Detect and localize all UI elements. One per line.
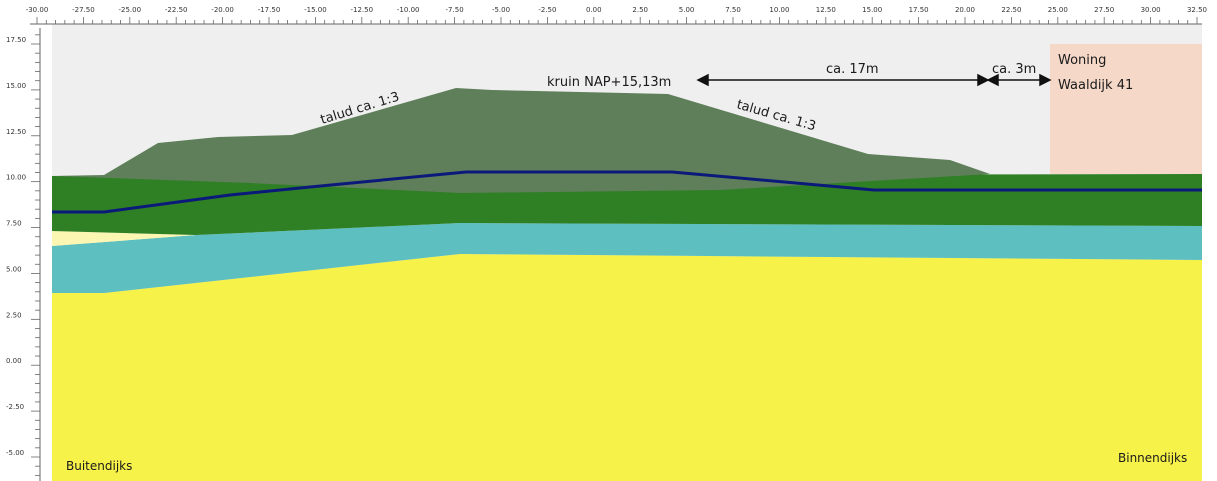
x-tick-label: 15.00	[862, 6, 882, 14]
pale-sand-lens	[52, 231, 196, 246]
y-tick-label: 2.50	[6, 311, 22, 319]
x-tick-label: -5.00	[492, 6, 510, 14]
x-tick-label: -10.00	[397, 6, 420, 14]
inner-side-label: Binnendijks	[1118, 451, 1187, 465]
x-tick-label: 0.00	[586, 6, 602, 14]
x-tick-label: -15.00	[304, 6, 327, 14]
x-tick-label: -27.50	[72, 6, 95, 14]
y-tick-label: 12.50	[6, 128, 26, 136]
x-tick-label: 17.50	[909, 6, 929, 14]
x-tick-label: -22.50	[165, 6, 188, 14]
y-tick-label: 7.50	[6, 220, 22, 228]
y-tick-label: 15.00	[6, 82, 26, 90]
sand-layer	[52, 254, 1202, 481]
dimension-17m-arrow	[696, 73, 990, 87]
dimension-3m-arrow	[986, 73, 1052, 87]
x-tick-label: -20.00	[211, 6, 234, 14]
outer-side-label: Buitendijks	[66, 459, 132, 473]
x-tick-label: 20.00	[955, 6, 975, 14]
x-tick-label: 10.00	[769, 6, 789, 14]
x-tick-label: 5.00	[679, 6, 695, 14]
x-tick-label: 22.50	[1001, 6, 1021, 14]
x-tick-label: 32.50	[1187, 6, 1207, 14]
x-tick-label: 27.50	[1094, 6, 1114, 14]
x-tick-label: -7.50	[446, 6, 464, 14]
x-tick-label: 12.50	[816, 6, 836, 14]
y-tick-label: 10.00	[6, 174, 26, 182]
distance-17m-label: ca. 17m	[826, 62, 879, 77]
house-label-line2: Waaldijk 41	[1058, 78, 1133, 93]
phreatic-line	[52, 170, 1202, 214]
x-tick-label: 25.00	[1048, 6, 1068, 14]
x-tick-label: -17.50	[258, 6, 281, 14]
y-axis-ruler: 17.50 15.00 12.50 10.00 7.50 5.00 2.50 0.00 -2.5…	[6, 28, 41, 481]
crest-label: kruin NAP+15,13m	[547, 75, 671, 90]
y-tick-label: -5.00	[6, 449, 24, 457]
y-tick-label: -2.50	[6, 403, 24, 411]
x-tick-label: 7.50	[725, 6, 741, 14]
y-tick-label: 5.00	[6, 265, 22, 273]
x-tick-label: -25.00	[119, 6, 142, 14]
house-label-line1: Woning	[1058, 53, 1106, 68]
house-block	[1050, 44, 1202, 174]
x-axis-ruler: -30.00 -27.50 -25.00 -22.50 -20.00 -17.50 -15.…	[26, 6, 1207, 25]
x-tick-label: -12.50	[351, 6, 374, 14]
x-tick-label: -30.00	[26, 6, 49, 14]
dike-body	[52, 88, 990, 193]
y-tick-label: 17.50	[6, 36, 26, 44]
x-tick-label: 2.50	[632, 6, 648, 14]
distance-3m-label: ca. 3m	[992, 62, 1036, 77]
y-tick-label: 0.00	[6, 357, 22, 365]
x-tick-label: -2.50	[538, 6, 556, 14]
x-tick-label: 30.00	[1141, 6, 1161, 14]
peat-layer	[52, 223, 1202, 293]
